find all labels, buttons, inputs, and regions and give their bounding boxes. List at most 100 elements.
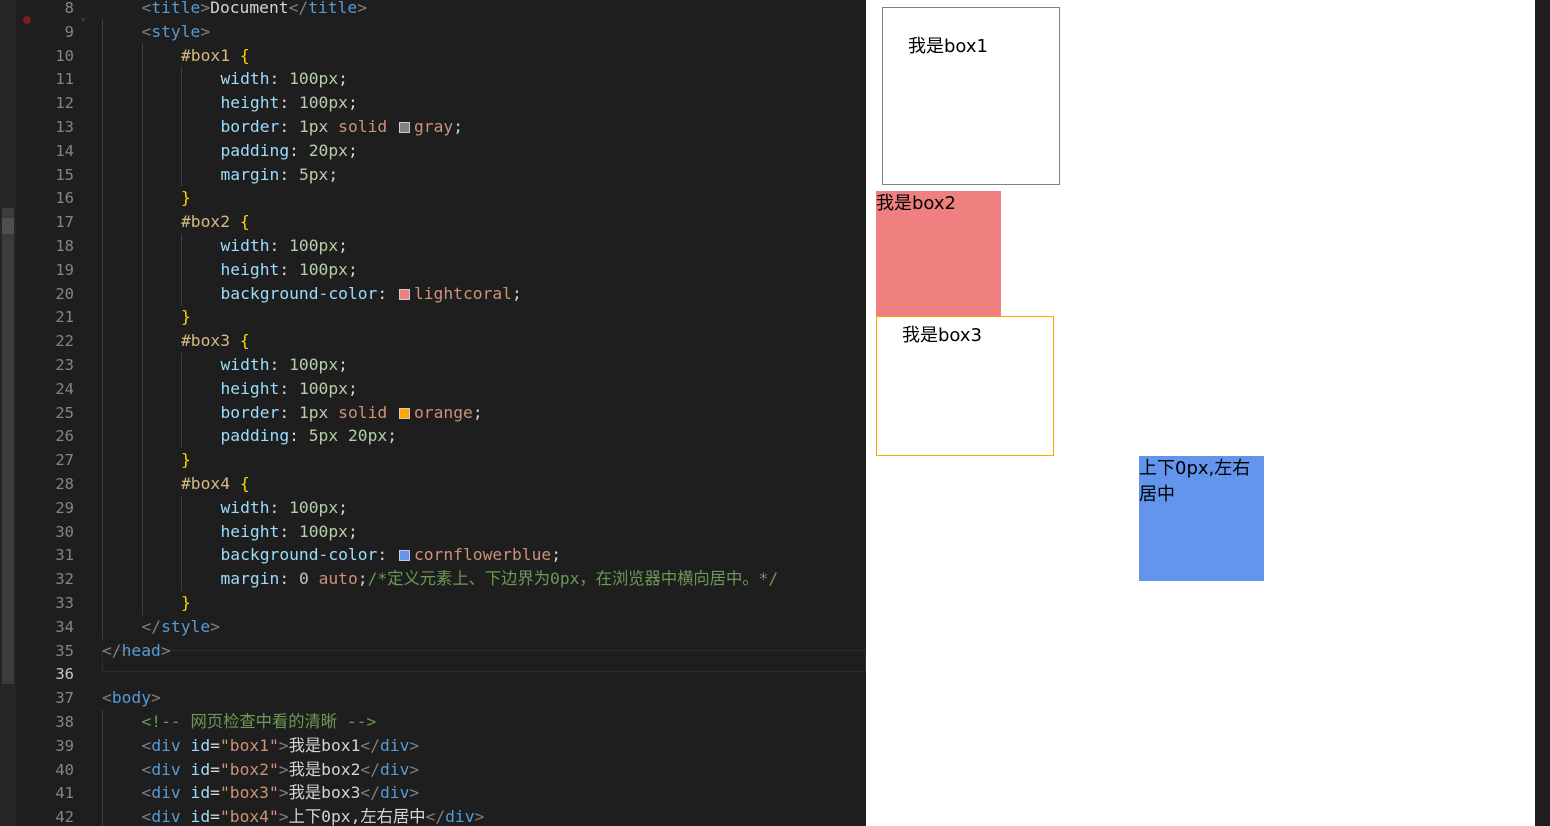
code-line[interactable]: </style> [142, 615, 220, 639]
code-token: : [279, 259, 299, 279]
code-token: background-color [220, 545, 378, 565]
code-token: 上下0px,左右居中 [288, 807, 426, 826]
code-token: width [220, 236, 270, 255]
fold-chevron-icon[interactable]: ⌄ [80, 10, 87, 23]
code-line[interactable]: height: 100px; [221, 377, 358, 401]
code-line[interactable]: margin: 5px; [221, 163, 339, 187]
code-token: div [151, 807, 181, 826]
line-number: 16 [55, 189, 74, 208]
code-line[interactable]: #box4 { [181, 472, 250, 496]
code-line[interactable]: padding: 5px 20px; [221, 424, 398, 448]
code-line[interactable]: height: 100px; [221, 91, 358, 115]
color-swatch-icon[interactable] [398, 550, 410, 562]
code-line[interactable]: } [181, 305, 191, 329]
code-token: head [121, 640, 161, 660]
code-token: ; [387, 426, 397, 446]
code-token: ; [357, 569, 368, 589]
code-line[interactable]: <div id="box4">上下0px,左右居中</div> [142, 805, 485, 826]
code-line[interactable]: width: 100px; [221, 67, 348, 91]
code-line[interactable]: width: 100px; [221, 234, 348, 258]
code-line[interactable]: #box3 { [181, 329, 250, 353]
line-number: 12 [55, 94, 74, 113]
code-token: : [269, 497, 290, 517]
minimap-scroll-thumb[interactable] [2, 208, 14, 684]
code-line[interactable]: border: 1px solid orange; [221, 401, 483, 425]
code-line[interactable]: height: 100px; [221, 258, 358, 282]
code-line[interactable]: padding: 20px; [221, 139, 358, 163]
code-token [338, 426, 348, 445]
line-number: 41 [55, 784, 74, 803]
code-token: < [141, 0, 152, 17]
line-number: 20 [55, 284, 74, 303]
code-token: > [278, 735, 289, 755]
code-token: : [279, 402, 299, 422]
code-token: : [377, 545, 397, 565]
indent-guide [181, 67, 182, 187]
box1-text: 我是box1 [908, 36, 988, 57]
code-line[interactable]: border: 1px solid gray; [221, 115, 464, 139]
code-line[interactable]: width: 100px; [221, 496, 348, 520]
code-line[interactable]: background-color: cornflowerblue; [221, 543, 562, 567]
code-token: id [190, 807, 211, 826]
code-token: : [269, 355, 290, 374]
code-token [328, 403, 338, 422]
code-token: div [151, 759, 181, 779]
color-swatch-icon[interactable] [399, 122, 410, 133]
code-token: ; [511, 283, 522, 303]
code-token: > [151, 688, 161, 708]
code-line[interactable]: <title>Document</title> [142, 0, 368, 20]
code-token: border [220, 117, 280, 136]
code-token: > [278, 759, 289, 779]
code-token: > [200, 0, 211, 17]
code-line[interactable]: } [181, 448, 191, 472]
code-token: > [409, 735, 420, 755]
code-line[interactable]: height: 100px; [221, 520, 358, 544]
code-token: > [409, 759, 420, 779]
code-token: cornflowerblue [413, 545, 552, 565]
code-token: ; [347, 378, 358, 398]
code-token: /*定义元素上、下边界为0px，在浏览器中横向居中。*/ [367, 569, 779, 589]
code-token: : [279, 93, 299, 113]
code-token: 5px [298, 164, 329, 184]
indent-guide [181, 234, 182, 306]
code-line[interactable]: #box2 { [181, 210, 250, 234]
code-line[interactable]: background-color: lightcoral; [221, 282, 522, 306]
code-line[interactable]: } [181, 186, 191, 210]
code-line[interactable]: #box1 { [181, 44, 250, 68]
color-swatch-icon[interactable] [399, 407, 410, 419]
code-token: height [220, 259, 280, 279]
line-number: 28 [55, 475, 74, 493]
code-token: : [279, 117, 299, 136]
code-token: div [151, 783, 181, 803]
code-token: Document [210, 0, 289, 17]
color-swatch-icon[interactable] [398, 288, 410, 300]
code-token: { [239, 331, 250, 351]
code-line[interactable]: width: 100px; [221, 353, 348, 377]
breakpoint-dot-icon[interactable] [23, 16, 31, 24]
code-line[interactable]: } [181, 591, 191, 615]
code-token: > [160, 640, 171, 660]
code-token: < [141, 807, 152, 826]
code-token: height [220, 378, 280, 398]
code-line[interactable]: margin: 0 auto;/*定义元素上、下边界为0px，在浏览器中横向居中… [221, 567, 779, 591]
code-line[interactable]: <div id="box1">我是box1</div> [142, 734, 420, 758]
code-token: orange [414, 402, 473, 422]
code-line[interactable]: <style> [142, 20, 211, 44]
code-line[interactable]: <!-- 网页检查中看的清晰 --> [142, 710, 377, 734]
line-number: 34 [55, 617, 74, 636]
code-token: width [220, 497, 270, 517]
code-line[interactable]: </head> [102, 639, 171, 663]
code-token: <!-- 网页检查中看的清晰 --> [141, 712, 377, 731]
code-line[interactable]: <div id="box2">我是box2</div> [142, 758, 420, 782]
line-number: 19 [55, 260, 74, 279]
line-number: 30 [55, 522, 74, 541]
code-line[interactable]: <div id="box3">我是box3</div> [142, 781, 420, 805]
code-token: ; [338, 497, 348, 517]
code-token: : [289, 426, 309, 446]
line-number: 21 [55, 308, 74, 327]
code-line[interactable]: <body> [102, 686, 161, 710]
minimap-viewport-indicator[interactable] [2, 218, 14, 234]
line-number: 33 [55, 594, 74, 612]
code-token: 我是box3 [288, 783, 361, 803]
